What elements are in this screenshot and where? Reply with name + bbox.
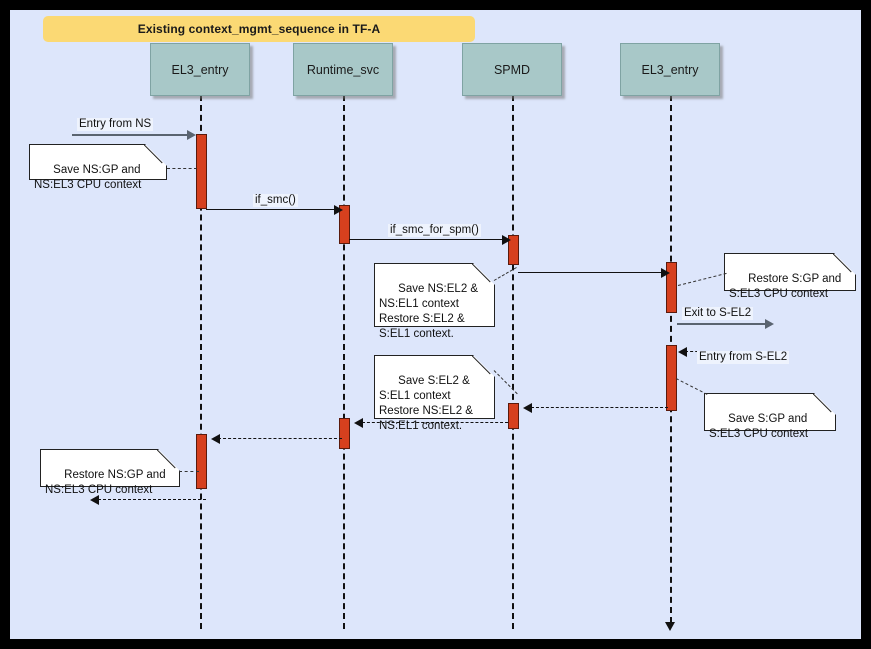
note-save-s-el2-connector <box>493 370 518 395</box>
note-text: Restore S:GP and S:EL3 CPU context <box>729 273 842 300</box>
lifeline-runtime-svc <box>343 95 345 629</box>
note-restore-s-gp-connector <box>677 272 727 286</box>
participant-label: EL3_entry <box>641 62 699 77</box>
activation-spmd-2 <box>508 403 519 429</box>
note-save-s-gp-connector <box>675 378 708 395</box>
message-if-smc-for-spm-line <box>349 239 505 240</box>
note-save-s-gp: Save S:GP and S:EL3 CPU context <box>704 393 836 440</box>
message-entry-from-s-el2-label: Entry from S-EL2 <box>697 351 790 364</box>
note-save-ns-el2: Save NS:EL2 & NS:EL1 context Restore S:E… <box>374 263 495 340</box>
note-restore-s-gp: Restore S:GP and S:EL3 CPU context <box>724 253 856 300</box>
message-runtime-to-el3-return-arrowhead-icon <box>211 434 220 444</box>
message-spmd-to-runtime-return-line <box>362 422 508 423</box>
participant-el3-entry-ns[interactable]: EL3_entry <box>150 43 250 96</box>
note-text: Save S:EL2 & S:EL1 context Restore NS:EL… <box>379 375 473 432</box>
lifeline-el3-entry-ns <box>200 95 202 629</box>
message-spmd-to-el3-line <box>518 272 664 273</box>
note-fold-edge-icon <box>144 144 167 167</box>
note-fold-edge-icon <box>472 355 495 378</box>
activation-spmd-1 <box>508 235 519 265</box>
note-fold-edge-icon <box>157 449 180 472</box>
note-fold-edge-icon <box>813 393 836 416</box>
note-text: Save NS:GP and NS:EL3 CPU context <box>34 164 142 191</box>
activation-el3-entry-ns-1 <box>196 134 207 209</box>
note-save-ns-gp-connector <box>167 168 197 169</box>
participant-label: SPMD <box>493 62 531 77</box>
message-exit-to-s-el2-arrowhead-icon <box>765 319 774 329</box>
lifeline-end-arrow-icon <box>665 622 675 631</box>
note-fold-edge-icon <box>833 253 856 276</box>
message-if-smc-for-spm-label: if_smc_for_spm() <box>388 224 481 237</box>
note-restore-ns-gp: Restore NS:GP and NS:EL3 CPU context <box>40 449 180 496</box>
participant-el3-entry-s[interactable]: EL3_entry <box>620 43 720 96</box>
message-if-smc-arrowhead-icon <box>334 205 343 215</box>
note-restore-ns-gp-connector <box>179 471 199 472</box>
participant-spmd[interactable]: SPMD <box>462 43 562 96</box>
note-text: Save S:GP and S:EL3 CPU context <box>709 413 809 440</box>
activation-el3-entry-s-2 <box>666 345 677 411</box>
message-el3-exit-return-line <box>98 499 206 500</box>
participant-runtime-svc[interactable]: Runtime_svc <box>293 43 393 96</box>
message-spmd-to-runtime-return-arrowhead-icon <box>354 418 363 428</box>
message-if-smc-line <box>206 209 336 210</box>
activation-el3-entry-s-1 <box>666 262 677 313</box>
message-exit-to-s-el2-line <box>677 323 767 325</box>
activation-el3-entry-ns-2 <box>196 434 207 489</box>
diagram-canvas: Existing context_mgmt_sequence in TF-A E… <box>10 10 861 639</box>
diagram-title-banner: Existing context_mgmt_sequence in TF-A <box>43 16 475 42</box>
message-el3-to-spmd-return-line <box>531 407 668 408</box>
participant-label: Runtime_svc <box>306 62 380 77</box>
note-save-ns-gp: Save NS:GP and NS:EL3 CPU context <box>29 144 167 191</box>
message-spmd-to-el3-arrowhead-icon <box>661 268 670 278</box>
note-text: Restore NS:GP and NS:EL3 CPU context <box>45 469 166 496</box>
message-el3-to-spmd-return-arrowhead-icon <box>523 403 532 413</box>
message-if-smc-for-spm-arrowhead-icon <box>502 235 511 245</box>
activation-runtime-svc-2 <box>339 418 350 449</box>
diagram-title-text: Existing context_mgmt_sequence in TF-A <box>137 22 381 36</box>
message-entry-from-ns-line <box>72 134 188 136</box>
activation-runtime-svc-1 <box>339 205 350 244</box>
participant-label: EL3_entry <box>171 62 229 77</box>
message-entry-from-s-el2-arrowhead-icon <box>678 347 687 357</box>
lifeline-spmd <box>512 95 514 629</box>
message-if-smc-label: if_smc() <box>253 194 298 207</box>
message-runtime-to-el3-return-line <box>218 438 342 439</box>
message-exit-to-s-el2-label: Exit to S-EL2 <box>682 307 754 320</box>
message-entry-from-ns-label: Entry from NS <box>77 118 154 131</box>
note-save-s-el2: Save S:EL2 & S:EL1 context Restore NS:EL… <box>374 355 495 432</box>
message-entry-from-ns-arrowhead-icon <box>187 130 196 140</box>
message-el3-exit-return-arrowhead-icon <box>90 495 99 505</box>
note-fold-edge-icon <box>472 263 495 286</box>
note-text: Save NS:EL2 & NS:EL1 context Restore S:E… <box>379 283 479 340</box>
